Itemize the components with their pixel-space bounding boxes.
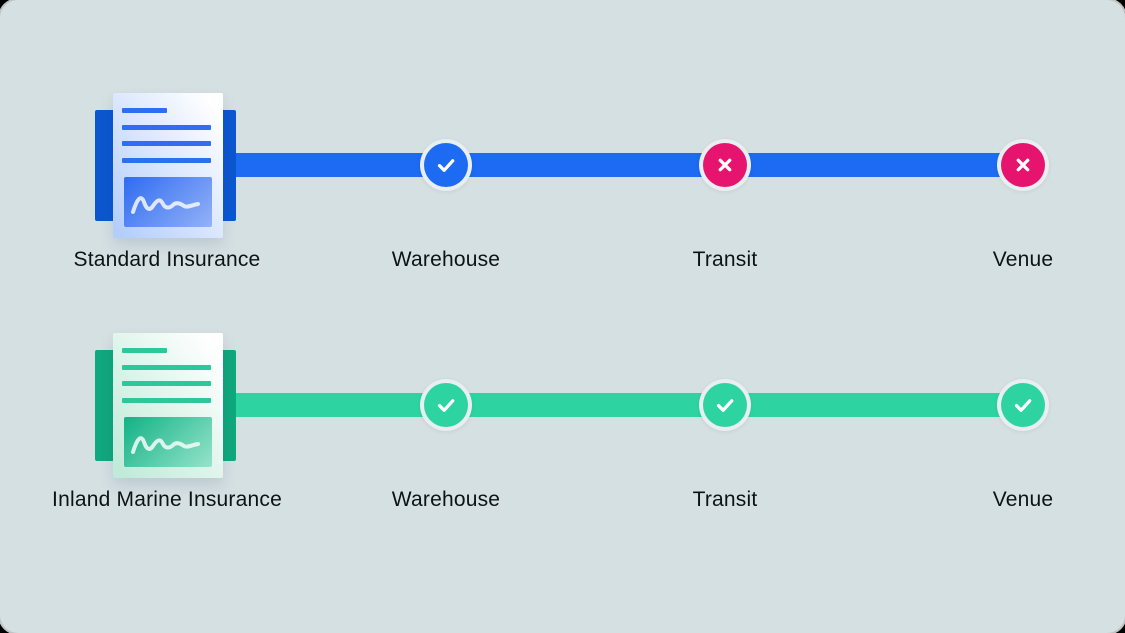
checkpoint-label: Transit — [692, 248, 758, 271]
coverage-marker — [699, 139, 751, 191]
coverage-track — [231, 393, 1023, 417]
checkpoint-label: Warehouse — [391, 488, 501, 511]
insurance-row-inland-marine: Inland Marine Insurance Warehouse Transi… — [0, 240, 1125, 511]
document-text-line — [122, 141, 211, 146]
check-icon — [1014, 399, 1032, 412]
signature-squiggle-icon — [131, 196, 200, 214]
x-icon — [1016, 158, 1030, 172]
insurance-row-standard: Standard Insurance Warehouse Transit Ven… — [0, 0, 1125, 271]
document-text-line — [122, 381, 211, 386]
checkpoint-label: Venue — [992, 248, 1054, 271]
document-page — [113, 333, 223, 478]
check-icon — [437, 159, 455, 172]
document-text-line — [122, 108, 167, 113]
status-circle — [1001, 383, 1045, 427]
status-circle — [424, 383, 468, 427]
check-icon — [437, 399, 455, 412]
row-label: Standard Insurance — [73, 248, 261, 271]
coverage-marker — [997, 379, 1049, 431]
coverage-marker — [997, 139, 1049, 191]
coverage-marker — [699, 379, 751, 431]
document-text-line — [122, 158, 211, 163]
coverage-marker — [420, 379, 472, 431]
status-circle — [424, 143, 468, 187]
document-text-line — [122, 348, 167, 353]
document-text-line — [122, 125, 211, 130]
checkpoint-label: Warehouse — [391, 248, 501, 271]
check-icon — [716, 399, 734, 412]
signature-box — [124, 177, 212, 227]
coverage-track — [231, 153, 1023, 177]
status-circle — [703, 383, 747, 427]
signature-box — [124, 417, 212, 467]
signature-squiggle-icon — [131, 436, 200, 454]
checkpoint-label: Transit — [692, 488, 758, 511]
status-circle — [1001, 143, 1045, 187]
row-label: Inland Marine Insurance — [52, 488, 282, 511]
document-page — [113, 93, 223, 238]
x-icon — [718, 158, 732, 172]
document-text-line — [122, 398, 211, 403]
document-text-line — [122, 365, 211, 370]
checkpoint-label: Venue — [992, 488, 1054, 511]
coverage-marker — [420, 139, 472, 191]
status-circle — [703, 143, 747, 187]
